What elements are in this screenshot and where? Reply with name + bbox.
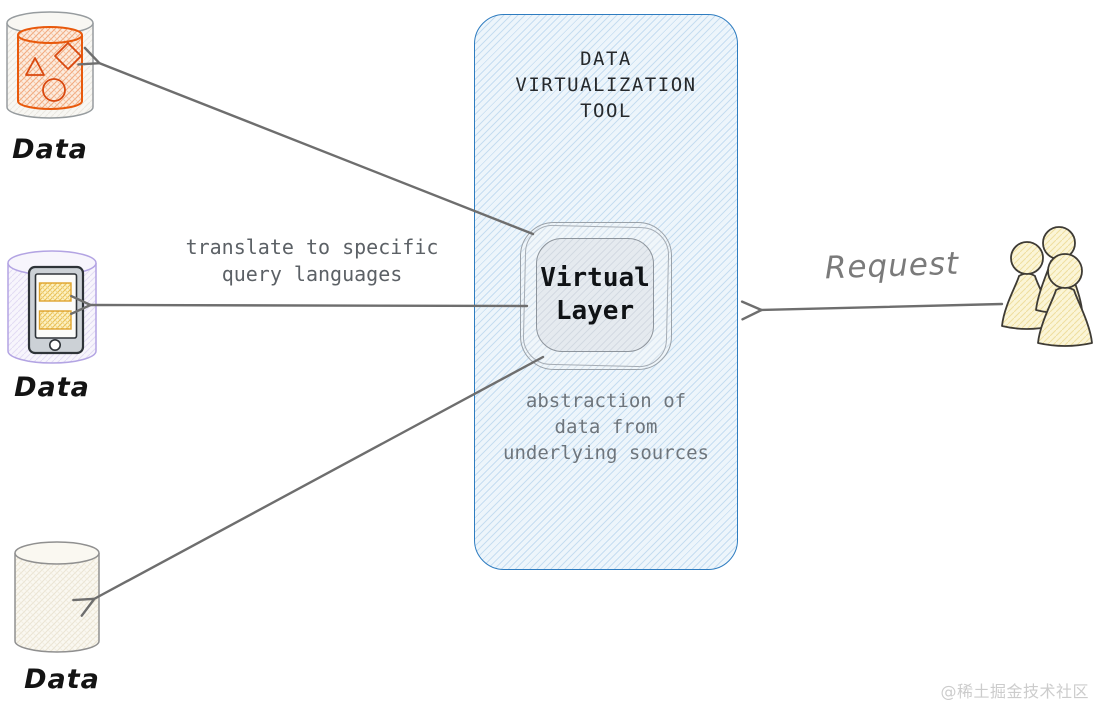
translate-annotation: translate to specific query languages — [185, 235, 439, 286]
request-arrow — [740, 300, 1004, 321]
circle-glyph — [42, 78, 66, 102]
virtual-layer-label: Virtual Layer — [540, 263, 650, 326]
data-source-label-bottom: Data — [24, 664, 100, 695]
screen-data-block — [38, 310, 72, 330]
home-button — [48, 338, 61, 351]
watermark: @稀土掘金技术社区 — [940, 682, 1089, 701]
diamond-glyph — [54, 42, 82, 70]
request-annotation: Request — [824, 245, 960, 287]
data-source-label-middle: Data — [14, 372, 90, 403]
tool-box-subtitle: abstraction of data from underlying sour… — [503, 390, 709, 464]
virtual-layer-box: Virtual Layer — [536, 238, 654, 352]
tablet-screen — [34, 273, 78, 339]
triangle-glyph — [25, 57, 45, 76]
users-icon — [1001, 226, 1093, 347]
data-source-label-top: Data — [12, 134, 88, 165]
device-data-icon — [7, 250, 97, 364]
tool-box-title: DATA VIRTUALIZATION TOOL — [515, 48, 697, 122]
arrow-to-top-source — [77, 46, 535, 236]
arrow-to-middle-source — [70, 294, 529, 316]
database-orange-icon — [6, 11, 94, 119]
tablet-body — [27, 265, 85, 355]
database-plain-icon — [14, 541, 100, 653]
screen-data-block — [38, 282, 72, 302]
